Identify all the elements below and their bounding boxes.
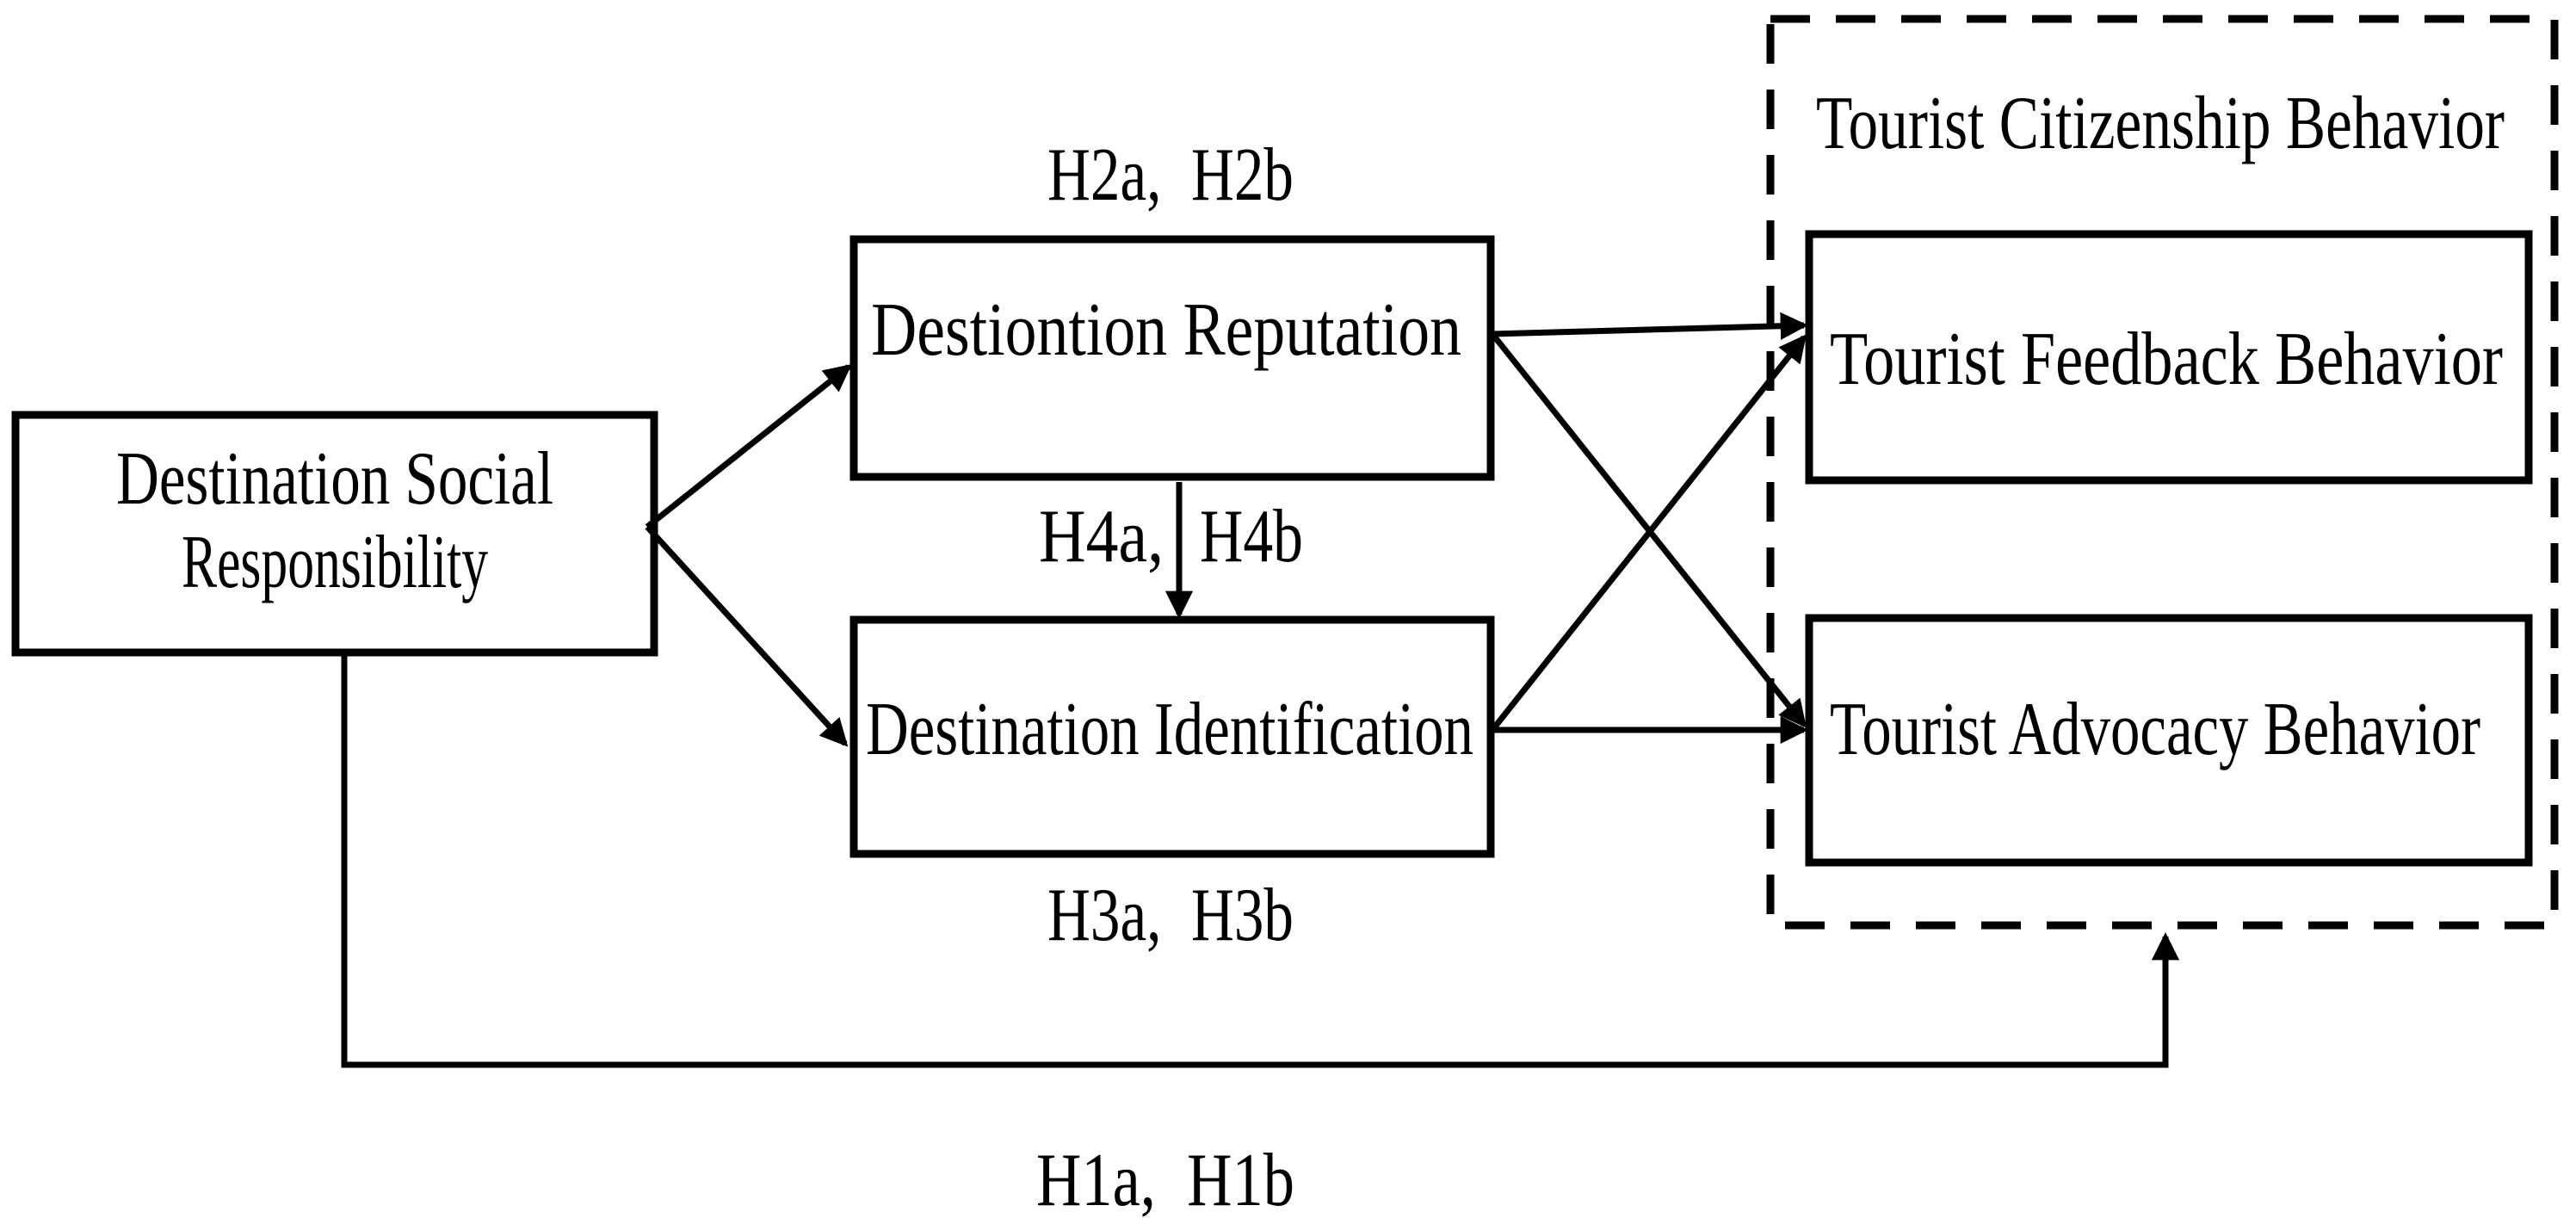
dsr-label-line2: Responsibility [182, 521, 488, 604]
dsr-label-line1: Destination Social [116, 437, 553, 521]
identification-label: Destination Identification [866, 688, 1473, 771]
h4-left-label: H4a, [1039, 495, 1164, 578]
group-title: Tourist Citizenship Behavior [1816, 82, 2505, 165]
destination-identification-box [849, 615, 1495, 858]
arrow-identification-to-feedback [1490, 334, 1807, 733]
h2-label: H2a, H2b [1047, 133, 1294, 217]
reputation-label: Destiontion Reputation [871, 288, 1461, 372]
feedback-label: Tourist Feedback Behavior [1830, 318, 2503, 401]
h1-label: H1a, H1b [1036, 1139, 1294, 1218]
arrow-dsr-to-reputation [645, 363, 852, 529]
arrow-reputation-to-feedback [1492, 312, 1808, 340]
destination-social-responsibility-box [11, 411, 658, 657]
arrow-dsr-to-identification [645, 524, 849, 747]
destination-reputation-box [849, 235, 1495, 481]
tourist-feedback-behavior-box [1805, 230, 2533, 485]
arrow-dsr-to-citizenship-group [341, 652, 2180, 1068]
h4-right-label: H4b [1200, 495, 1303, 578]
advocacy-label: Tourist Advocacy Behavior [1830, 688, 2480, 771]
h3-label: H3a, H3b [1047, 874, 1294, 957]
tourist-advocacy-behavior-box [1805, 614, 2533, 867]
